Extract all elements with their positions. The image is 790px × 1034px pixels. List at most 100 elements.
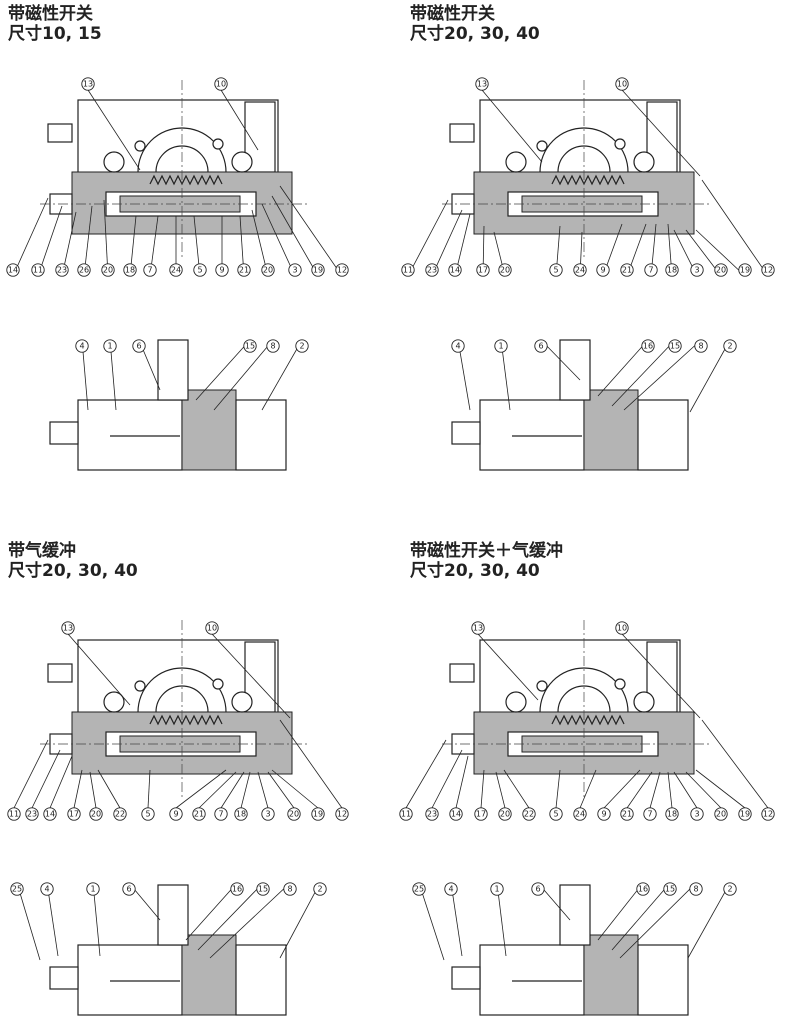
part-bubble-p2_top-4: 15 — [668, 339, 682, 353]
part-bubble-p4_section-2: 11 — [399, 807, 413, 821]
part-bubble-p4_section-6: 20 — [498, 807, 512, 821]
leader-p2_top-4 — [611, 339, 676, 407]
part-bubble-p2_top-5: 8 — [694, 339, 708, 353]
bubble-circle — [644, 263, 658, 277]
part-number-label: 15 — [245, 342, 255, 351]
part-number-label: 22 — [524, 810, 534, 819]
leader-p3_top-7 — [279, 882, 321, 959]
bubble-circle — [723, 339, 737, 353]
part-bubble-p1_section-7: 18 — [123, 263, 137, 277]
leader-p4_section-4 — [455, 755, 469, 809]
bubble-circle — [193, 263, 207, 277]
bubble-circle — [287, 807, 301, 821]
part-number-label: 4 — [44, 885, 49, 894]
adjust-screw — [536, 140, 548, 152]
part-bubble-p3_section-4: 14 — [43, 807, 57, 821]
output-shaft — [559, 339, 591, 401]
part-bubble-p1_section-14: 3 — [288, 263, 302, 277]
part-number-label: 5 — [553, 810, 558, 819]
part-bubble-p4_top-3: 6 — [531, 882, 545, 896]
part-number-label: 5 — [553, 266, 558, 275]
body-left — [77, 944, 183, 1016]
part-number-label: 15 — [665, 885, 675, 894]
part-number-label: 4 — [79, 342, 84, 351]
body-left — [479, 399, 585, 471]
part-bubble-p2_section-8: 24 — [573, 263, 587, 277]
part-number-label: 1 — [494, 885, 499, 894]
bubble-circle — [615, 621, 629, 635]
bubble-circle — [25, 807, 39, 821]
part-number-label: 18 — [667, 810, 677, 819]
part-bubble-p1_section-6: 20 — [101, 263, 115, 277]
panel-3-top-view — [49, 884, 287, 1016]
part-number-label: 13 — [473, 624, 483, 633]
part-bubble-p2_top-1: 1 — [494, 339, 508, 353]
bubble-circle — [475, 77, 489, 91]
bubble-circle — [335, 807, 349, 821]
bubble-circle — [123, 263, 137, 277]
rack-teeth — [551, 174, 625, 186]
leader-p2_section-3 — [431, 209, 463, 277]
bubble-circle — [243, 339, 257, 353]
part-bubble-p3_section-14: 20 — [287, 807, 301, 821]
part-number-label: 9 — [601, 810, 606, 819]
part-number-label: 7 — [648, 266, 653, 275]
part-bubble-p1_section-8: 7 — [143, 263, 157, 277]
part-bubble-p3_top-6: 8 — [283, 882, 297, 896]
panel-2-section-view — [442, 80, 712, 258]
body-center — [181, 934, 237, 1016]
bubble-circle — [449, 807, 463, 821]
bubble-circle — [75, 339, 89, 353]
part-bubble-p4_section-7: 22 — [522, 807, 536, 821]
part-bubble-p3_section-10: 21 — [192, 807, 206, 821]
part-bubble-p2_section-3: 23 — [425, 263, 439, 277]
part-bubble-p2_top-2: 6 — [534, 339, 548, 353]
part-bubble-p4_top-5: 15 — [663, 882, 677, 896]
bubble-circle — [311, 807, 325, 821]
bubble-circle — [498, 807, 512, 821]
bubble-circle — [141, 807, 155, 821]
bubble-circle — [620, 807, 634, 821]
bubble-circle — [668, 339, 682, 353]
bubble-circle — [714, 263, 728, 277]
end-fitting — [451, 966, 481, 990]
body-left — [77, 399, 183, 471]
leader-p3_section-0 — [67, 633, 131, 706]
leader-p4_section-17 — [701, 719, 769, 809]
part-number-label: 4 — [455, 342, 460, 351]
leader-p1_section-1 — [220, 89, 259, 151]
leader-p3_top-0 — [16, 882, 41, 961]
panel-3-title: 带气缓冲 尺寸20, 30, 40 — [8, 541, 138, 581]
leader-p4_top-6 — [619, 882, 697, 959]
part-number-label: 1 — [498, 342, 503, 351]
part-bubble-p1_section-11: 9 — [215, 263, 229, 277]
rack-teeth — [149, 714, 223, 726]
part-bubble-p4_top-2: 1 — [490, 882, 504, 896]
part-number-label: 14 — [450, 266, 460, 275]
part-number-label: 20 — [500, 810, 510, 819]
panel-2-top-view — [451, 339, 689, 471]
part-number-label: 2 — [317, 885, 322, 894]
bubble-circle — [256, 882, 270, 896]
part-bubble-p3_top-1: 4 — [40, 882, 54, 896]
part-number-label: 20 — [500, 266, 510, 275]
bubble-circle — [132, 339, 146, 353]
part-bubble-p2_section-5: 17 — [476, 263, 490, 277]
part-bubble-p4_section-17: 12 — [761, 807, 775, 821]
part-bubble-p4_section-11: 21 — [620, 807, 634, 821]
bubble-circle — [412, 882, 426, 896]
part-number-label: 23 — [427, 266, 437, 275]
bubble-circle — [10, 882, 24, 896]
bubble-circle — [690, 807, 704, 821]
part-bubble-p4_section-1: 10 — [615, 621, 629, 635]
panel-1-top-view — [49, 339, 287, 471]
bubble-circle — [40, 882, 54, 896]
fitting-top — [449, 663, 475, 683]
leader-p4_section-13 — [667, 771, 673, 809]
end-fitting — [49, 421, 79, 445]
part-bubble-p4_top-7: 2 — [723, 882, 737, 896]
output-shaft — [157, 884, 189, 946]
part-number-label: 18 — [125, 266, 135, 275]
bubble-circle — [335, 263, 349, 277]
part-number-label: 14 — [45, 810, 55, 819]
